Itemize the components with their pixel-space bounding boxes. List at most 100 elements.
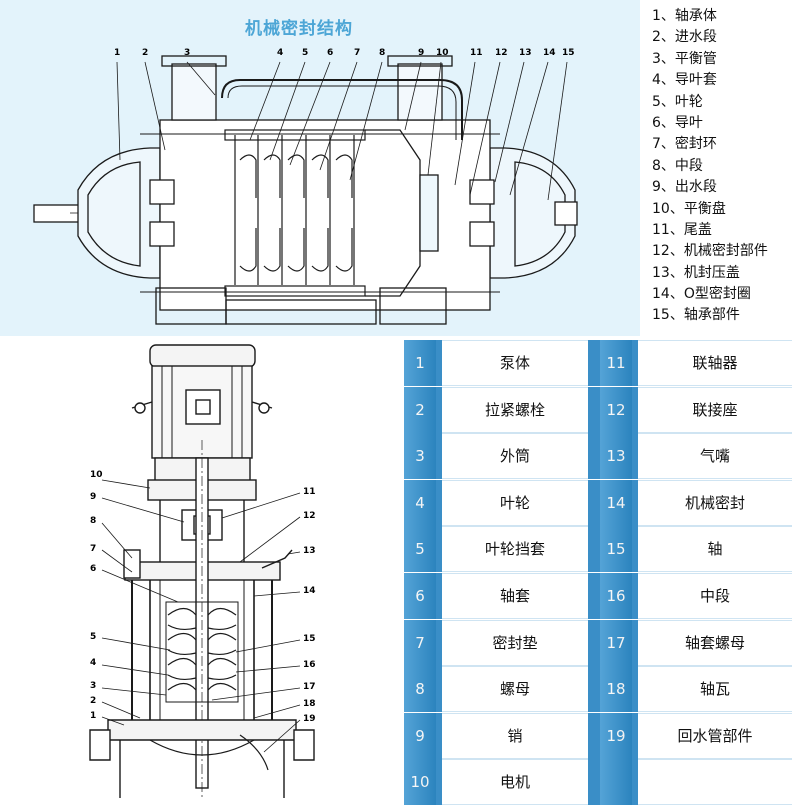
part-number-cell: 4 <box>404 479 436 526</box>
part-name-cell: 销 <box>442 712 588 759</box>
part-name-cell: 联轴器 <box>638 340 792 386</box>
table-divider <box>588 433 600 480</box>
table-divider <box>436 712 442 759</box>
part-number-cell: 12 <box>600 386 632 433</box>
table-divider <box>436 666 442 713</box>
legend-item: 14、O型密封圈 <box>652 286 751 303</box>
table-divider <box>588 759 600 805</box>
part-name-cell: 机械密封 <box>638 479 792 526</box>
callout-number: 11 <box>470 48 483 58</box>
part-number-cell: 18 <box>600 666 632 713</box>
diagram-title: 机械密封结构 <box>245 19 353 39</box>
pump-callout-number: 19 <box>303 714 316 724</box>
part-name-cell: 叶轮挡套 <box>442 526 588 573</box>
part-number-cell: 11 <box>600 340 632 386</box>
part-number-cell: 2 <box>404 386 436 433</box>
part-name-cell: 密封垫 <box>442 619 588 666</box>
legend-item: 8、中段 <box>652 157 703 174</box>
legend-item: 9、出水段 <box>652 179 717 196</box>
part-number-cell: 7 <box>404 619 436 666</box>
part-name-cell: 中段 <box>638 573 792 619</box>
pump-callout-number: 13 <box>303 546 316 556</box>
part-name-cell: 叶轮 <box>442 479 588 526</box>
legend-item: 2、进水段 <box>652 29 717 46</box>
part-number-cell: 15 <box>600 526 632 573</box>
part-name-cell: 拉紧螺栓 <box>442 386 588 433</box>
callout-number: 12 <box>495 48 508 58</box>
part-name-cell: 电机 <box>442 759 588 805</box>
pump-callout-number: 16 <box>303 660 316 670</box>
part-name-cell: 轴 <box>638 526 792 573</box>
mechanical-seal-panel: 机械密封结构 1 2 3 4 5 6 7 8 9 10 11 12 13 14 … <box>0 0 794 336</box>
callout-number: 7 <box>354 48 361 58</box>
callout-number: 4 <box>277 48 284 58</box>
pump-callout-number: 5 <box>90 632 97 642</box>
table-divider <box>632 759 638 805</box>
legend-item: 4、导叶套 <box>652 72 717 89</box>
legend-item: 5、叶轮 <box>652 93 703 110</box>
pump-callout-number: 3 <box>90 681 97 691</box>
motor-top-cap <box>149 344 256 368</box>
table-divider <box>632 666 638 713</box>
table-divider <box>436 759 442 805</box>
part-number-cell: 13 <box>600 433 632 480</box>
callout-number: 5 <box>302 48 309 58</box>
pump-callout-number: 18 <box>303 699 316 709</box>
legend-item: 15、轴承部件 <box>652 307 740 324</box>
table-divider <box>632 386 638 433</box>
part-number-cell: 6 <box>404 573 436 619</box>
pump-casing <box>159 119 491 311</box>
table-divider <box>588 479 600 526</box>
legend-item: 6、导叶 <box>652 114 703 131</box>
part-name-cell: 轴套 <box>442 573 588 619</box>
legend-item: 12、机械密封部件 <box>652 243 768 260</box>
part-name-cell: 联接座 <box>638 386 792 433</box>
panel-divider <box>0 336 794 340</box>
part-number-cell: 3 <box>404 433 436 480</box>
part-number-cell: 17 <box>600 619 632 666</box>
table-divider <box>632 619 638 666</box>
table-divider <box>632 712 638 759</box>
table-divider <box>588 573 600 619</box>
part-number-cell: 14 <box>600 479 632 526</box>
table-divider <box>588 386 600 433</box>
legend-item: 1、轴承体 <box>652 8 717 24</box>
callout-number: 10 <box>436 48 449 58</box>
mechanical-seal-drawing <box>33 55 578 325</box>
part-number-cell: 19 <box>600 712 632 759</box>
table-divider <box>632 340 638 386</box>
table-divider <box>436 433 442 480</box>
legend-item: 3、平衡管 <box>652 50 717 67</box>
part-number-cell: 16 <box>600 573 632 619</box>
part-number-cell: 5 <box>404 526 436 573</box>
table-divider <box>436 573 442 619</box>
table-divider <box>588 712 600 759</box>
part-number-cell: 9 <box>404 712 436 759</box>
table-divider <box>588 526 600 573</box>
callout-number: 3 <box>184 48 191 58</box>
part-number-cell: 1 <box>404 340 436 386</box>
part-name-cell: 回水管部件 <box>638 712 792 759</box>
pump-callout-number: 1 <box>90 711 97 721</box>
table-divider <box>436 619 442 666</box>
table-divider <box>588 619 600 666</box>
pump-callout-number: 12 <box>303 511 316 521</box>
callout-number: 2 <box>142 48 149 58</box>
table-divider <box>588 666 600 713</box>
pump-callout-number: 8 <box>90 516 97 526</box>
table-divider <box>588 340 600 386</box>
pump-callout-number: 11 <box>303 487 316 497</box>
callout-number: 6 <box>327 48 334 58</box>
vertical-pump-panel: 10 9 8 7 6 5 4 3 2 1 11 12 13 14 15 16 1… <box>0 340 794 805</box>
pump-callout-number: 17 <box>303 682 316 692</box>
pump-callout-number: 4 <box>90 658 97 668</box>
callout-number: 1 <box>114 48 121 58</box>
